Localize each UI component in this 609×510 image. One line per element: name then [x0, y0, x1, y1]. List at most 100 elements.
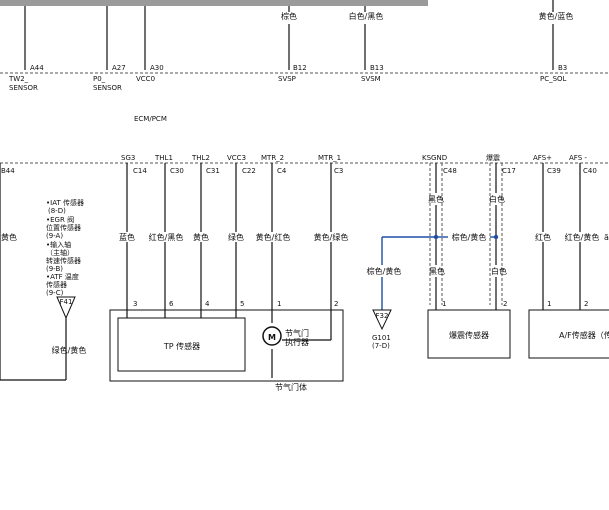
lower-wires [0, 163, 581, 381]
pin-number: C22 [242, 167, 256, 175]
throttle-motor-icon [262, 326, 282, 346]
wire-color-label: 白色 [491, 266, 507, 276]
throttle-body-box [109, 309, 344, 382]
wire-color-label: 红色/黑色 [149, 232, 184, 242]
pin-number: 1 [442, 300, 446, 308]
pin-number: 3 [133, 300, 137, 308]
wire-color-label: 红色 [535, 232, 551, 242]
pin-number: C30 [170, 167, 184, 175]
pin-number: C17 [502, 167, 516, 175]
svg-text:•输入轴: •输入轴 [46, 240, 71, 249]
ground-symbol-f41 [56, 296, 76, 320]
pin-number: A30 [150, 64, 164, 72]
knock-sensor-box [427, 309, 511, 359]
wire-color-label: 黄色/红色 [256, 232, 291, 242]
wire-color-label: 白色/黑色 [349, 11, 384, 21]
pin-number: C14 [133, 167, 147, 175]
pin-number: 1 [547, 300, 551, 308]
ground-ref: (7-D) [372, 342, 390, 350]
pin-number: 2 [584, 300, 588, 308]
upper-wires [24, 0, 554, 70]
pin-name: VCC3 [227, 154, 246, 162]
pin-number: C39 [547, 167, 561, 175]
pin-name: MTR_2 [261, 154, 284, 162]
wire-color-label: 黄色/蓝色 [539, 11, 574, 21]
svg-text:转速传感器: 转速传感器 [46, 256, 81, 265]
ground-label: F41 [60, 298, 73, 306]
wire-color-label: 蓝色 [119, 232, 135, 242]
pin-number: B12 [293, 64, 307, 72]
throttle-body-label: 节气门体 [275, 382, 307, 392]
svg-text:位置传感器: 位置传感器 [46, 223, 81, 232]
ground-name: G101 [372, 334, 391, 342]
pin-name: AFS+ [533, 154, 552, 162]
knock-sensor-label: 爆震传感器 [449, 330, 489, 340]
top-header-bar [0, 0, 428, 6]
pin-name: TW2_ [8, 75, 29, 83]
af-sensor-box [528, 309, 609, 359]
pin-name: SVSM [361, 75, 381, 83]
pin-name: VCC0 [136, 75, 155, 83]
shield-splice-dot [493, 234, 499, 240]
svg-text:（主轴）: （主轴） [46, 248, 74, 257]
wire-color-label: 红色/黄色 [565, 232, 600, 242]
pin-name: MTR_1 [318, 154, 341, 162]
pin-name: SENSOR [93, 84, 122, 92]
tp-sensor-label: TP 传感器 [163, 341, 200, 351]
wire-color-label: 棕色/黄色 [452, 232, 487, 242]
pin-name: SG3 [121, 154, 135, 162]
tp-sensor-box [117, 317, 246, 372]
wire-color-label: 黄色 [193, 232, 209, 242]
pin-number: C48 [443, 167, 457, 175]
shield-splice-dot [433, 234, 439, 240]
pin-number: B44 [1, 167, 15, 175]
pin-number: C31 [206, 167, 220, 175]
related-components-note: •IAT 传感器 (8-D) •EGR 阀 位置传感器 (9-A) •输入轴 （… [46, 198, 84, 297]
wire-color-label: 黄色 [1, 232, 17, 242]
actuator-label: 节气门 [285, 328, 309, 338]
wire-color-label: 黄色/绿色 [314, 232, 349, 242]
ground-symbol-g101 [372, 309, 392, 331]
actuator-label: 执行器 [285, 337, 309, 347]
pin-name: THL1 [154, 154, 173, 162]
wire-color-label: 绿色/黄色 [52, 345, 87, 355]
ecm-pcm-label: ECM/PCM [134, 115, 167, 123]
pin-name: P0_ [93, 75, 106, 83]
pin-number: C4 [277, 167, 287, 175]
ground-label: F32 [376, 312, 389, 320]
pin-number: 2 [334, 300, 338, 308]
svg-text:•EGR 阀: •EGR 阀 [46, 215, 74, 224]
motor-symbol: M [268, 333, 276, 342]
svg-text:(9-B): (9-B) [46, 265, 63, 273]
pin-number: 4 [205, 300, 210, 308]
wire-color-label: 绿色 [228, 232, 244, 242]
svg-text:•ATF 温度: •ATF 温度 [46, 272, 79, 281]
pin-name: KSGND [422, 154, 447, 162]
svg-text:(9-A): (9-A) [46, 232, 63, 240]
pin-number: 2 [503, 300, 507, 308]
wire-color-label-clipped: ã [604, 233, 609, 242]
pin-name: SENSOR [9, 84, 38, 92]
pin-number: B3 [558, 64, 567, 72]
pin-number: A27 [112, 64, 126, 72]
pin-name: PC_SOL [540, 75, 567, 83]
pin-number: 6 [169, 300, 174, 308]
pin-number: C3 [334, 167, 343, 175]
pin-name: 爆震 [486, 153, 500, 162]
pin-name: AFS - [569, 154, 587, 162]
wire-color-label: 黑色 [428, 194, 444, 204]
wire-color-label: 棕色/黄色 [367, 266, 402, 276]
svg-text:(8-D): (8-D) [48, 207, 66, 215]
wire-color-label: 白色 [489, 194, 505, 204]
wire-color-label: 黑色 [429, 266, 445, 276]
pin-name: THL2 [191, 154, 210, 162]
pin-number: C40 [583, 167, 597, 175]
pin-number: 1 [277, 300, 281, 308]
wire-color-label: 棕色 [281, 11, 297, 21]
pin-number: 5 [240, 300, 244, 308]
pin-name: SVSP [278, 75, 296, 83]
af-sensor-label: A/F传感器（传 [559, 330, 609, 340]
svg-text:(9-C): (9-C) [46, 289, 64, 297]
pin-number: A44 [30, 64, 44, 72]
